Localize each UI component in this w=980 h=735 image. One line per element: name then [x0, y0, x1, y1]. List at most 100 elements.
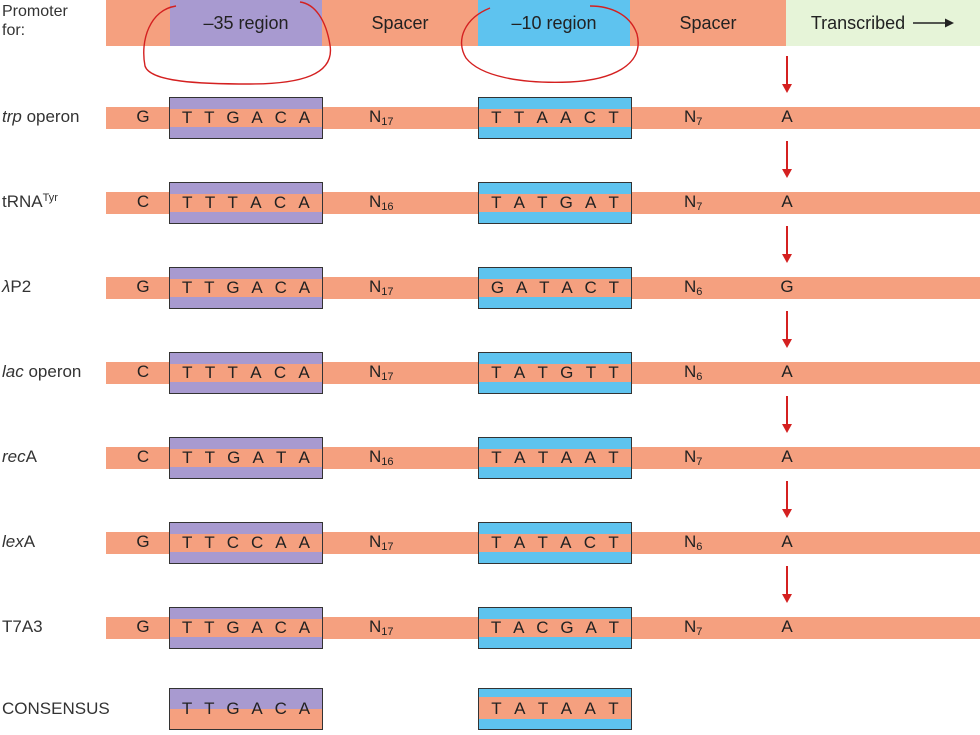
- spacer1-length: N16: [369, 447, 394, 468]
- consensus-minus35-base: T: [181, 699, 193, 718]
- spacer1-length-subscript: 17: [381, 541, 394, 553]
- minus10-base: T: [585, 363, 597, 382]
- minus35-base: T: [204, 108, 215, 127]
- minus35-base: T: [181, 278, 193, 297]
- minus35-base: T: [204, 618, 215, 637]
- promoter-name-text: A: [25, 447, 37, 466]
- start-nucleotide: A: [781, 107, 793, 126]
- minus10-base: T: [491, 363, 502, 382]
- spacer1-length-subscript: 17: [381, 286, 394, 298]
- start-site-arrow-shaft: [786, 141, 788, 169]
- spacer1-length: N17: [369, 362, 394, 383]
- start-site-arrow-shaft: [786, 396, 788, 424]
- start-site-arrow-icon: [782, 339, 792, 348]
- minus35-base: T: [204, 533, 215, 552]
- minus10-base: T: [539, 278, 550, 297]
- consensus-minus10-base: A: [560, 699, 573, 718]
- minus35-base: A: [250, 193, 262, 212]
- start-nucleotide: A: [781, 447, 793, 466]
- minus35-band: [170, 449, 322, 467]
- start-site-arrow-shaft: [786, 481, 788, 509]
- minus10-base: T: [537, 363, 548, 382]
- minus35-base: G: [226, 108, 240, 127]
- spacer2-length: N6: [684, 532, 703, 553]
- minus10-base: A: [513, 533, 526, 552]
- minus35-base: T: [204, 278, 215, 297]
- minus35-base: T: [227, 363, 238, 382]
- minus10-base: A: [560, 533, 572, 552]
- minus10-base: A: [560, 108, 572, 127]
- flank-base: C: [136, 447, 150, 466]
- promoter-name: recA: [2, 447, 37, 467]
- spacer1-length-subscript: 17: [381, 371, 394, 383]
- start-site-arrow-shaft: [786, 566, 788, 594]
- spacer1-length: N17: [369, 107, 394, 128]
- spacer2-length-subscript: 6: [696, 286, 703, 298]
- minus10-band: [479, 194, 631, 212]
- promoter-name-text: T7A3: [2, 617, 43, 636]
- consensus-minus35-base: G: [226, 699, 240, 718]
- minus10-base: A: [536, 108, 548, 127]
- consensus-minus10-base: T: [608, 699, 619, 718]
- minus35-base: A: [251, 278, 263, 297]
- minus10-base: A: [513, 193, 525, 212]
- minus10-base: A: [560, 448, 573, 467]
- start-site-arrow-icon: [782, 509, 792, 518]
- minus10-base: T: [608, 278, 620, 297]
- minus10-base: T: [513, 108, 525, 127]
- minus35-base: T: [182, 448, 193, 467]
- right-arrow-icon: [913, 18, 955, 28]
- header-spacer2: Spacer: [630, 0, 786, 46]
- minus10-base: A: [584, 448, 596, 467]
- spacer1-length-subscript: 16: [381, 456, 394, 468]
- minus35-band: [170, 364, 322, 382]
- minus35-base: A: [251, 108, 263, 127]
- minus10-base: T: [608, 193, 619, 212]
- minus35-base: C: [274, 618, 287, 637]
- promoter-name: T7A3: [2, 617, 43, 637]
- minus35-base: C: [274, 278, 287, 297]
- start-site-arrow-icon: [782, 424, 792, 433]
- minus35-base: T: [275, 448, 287, 467]
- minus35-base: C: [274, 108, 287, 127]
- minus35-band: [170, 109, 322, 127]
- minus10-base: G: [560, 618, 574, 637]
- minus35-base: A: [298, 193, 310, 212]
- minus35-base: T: [204, 448, 215, 467]
- consensus-minus35-band-top: [170, 689, 322, 709]
- flank-base: G: [136, 277, 150, 296]
- minus35-base: C: [226, 533, 240, 552]
- minus35-base: C: [273, 363, 287, 382]
- minus10-header-label: –10 region: [511, 12, 597, 33]
- minus10-base: T: [537, 448, 549, 467]
- minus10-base: A: [513, 618, 525, 637]
- promoter-name-italic: λ: [2, 277, 11, 296]
- promoter-for-label-line: for:: [2, 22, 26, 39]
- minus10-base: T: [491, 193, 502, 212]
- spacer2-length: N7: [684, 107, 703, 128]
- spacer1-length-subscript: 17: [381, 116, 394, 128]
- flank-base: G: [136, 107, 150, 126]
- start-site-arrow-icon: [782, 169, 792, 178]
- consensus-minus35-band-bottom: [170, 709, 322, 729]
- minus35-base: A: [275, 533, 287, 552]
- header-flank-cell: [106, 0, 170, 46]
- minus35-base: A: [298, 363, 310, 382]
